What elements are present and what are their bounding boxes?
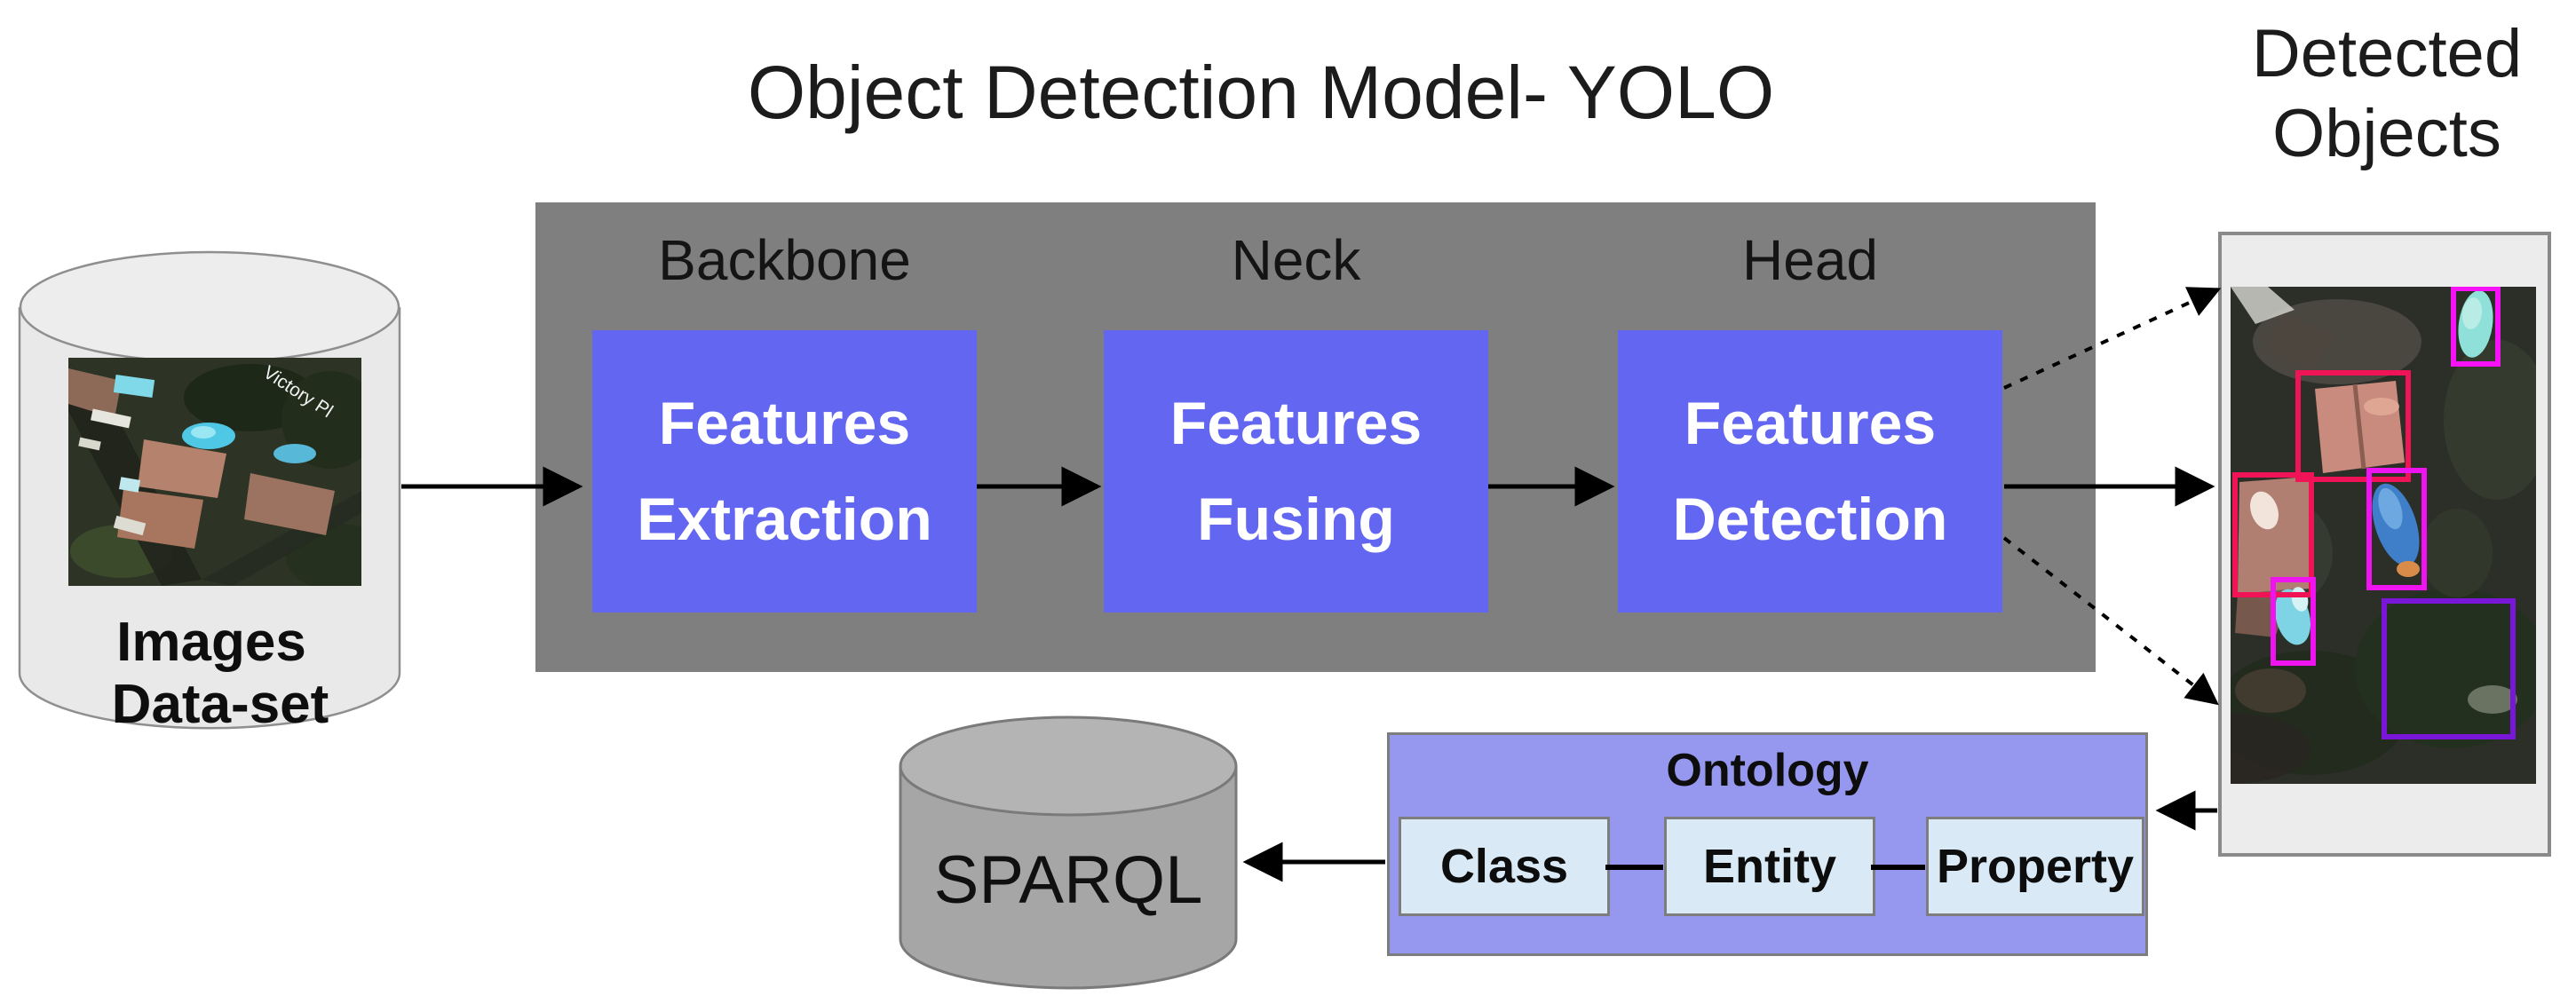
ontology-node-class: Class [1399, 817, 1610, 916]
bbox-vegetation [2382, 598, 2516, 739]
detected-satellite-image [2231, 287, 2536, 784]
sparql-label: SPARQL [933, 842, 1203, 918]
stage-box-features-extraction: Features Extraction [592, 330, 977, 613]
bbox-pool-top-right [2451, 287, 2501, 367]
yolo-model-container: Backbone Neck Head Features Extraction F… [535, 202, 2096, 672]
bbox-roof-top [2295, 370, 2411, 482]
ontology-box: Ontology Class Entity Property [1387, 732, 2148, 956]
dataset-label-line1: Images [116, 612, 306, 673]
detected-objects-label: Detected Objects [2251, 16, 2523, 171]
section-label-backbone: Backbone [658, 228, 911, 292]
ontology-node-entity: Entity [1664, 817, 1875, 916]
section-label-neck: Neck [1231, 228, 1361, 292]
dataset-satellite-image: Victory Pl [68, 358, 361, 586]
section-label-head: Head [1742, 228, 1878, 292]
stage-box-features-fusing: Features Fusing [1104, 330, 1488, 613]
sparql-cylinder-icon [899, 715, 1238, 990]
ontology-title: Ontology [1666, 745, 1869, 796]
ontology-node-property: Property [1926, 817, 2144, 916]
bbox-pool-bottom-left [2271, 577, 2316, 666]
stage-box-features-detection: Features Detection [1618, 330, 2002, 613]
dataset-label-line2: Data-set [111, 674, 329, 735]
page-title: Object Detection Model- YOLO [747, 51, 1775, 134]
bbox-pool-center [2366, 468, 2427, 590]
